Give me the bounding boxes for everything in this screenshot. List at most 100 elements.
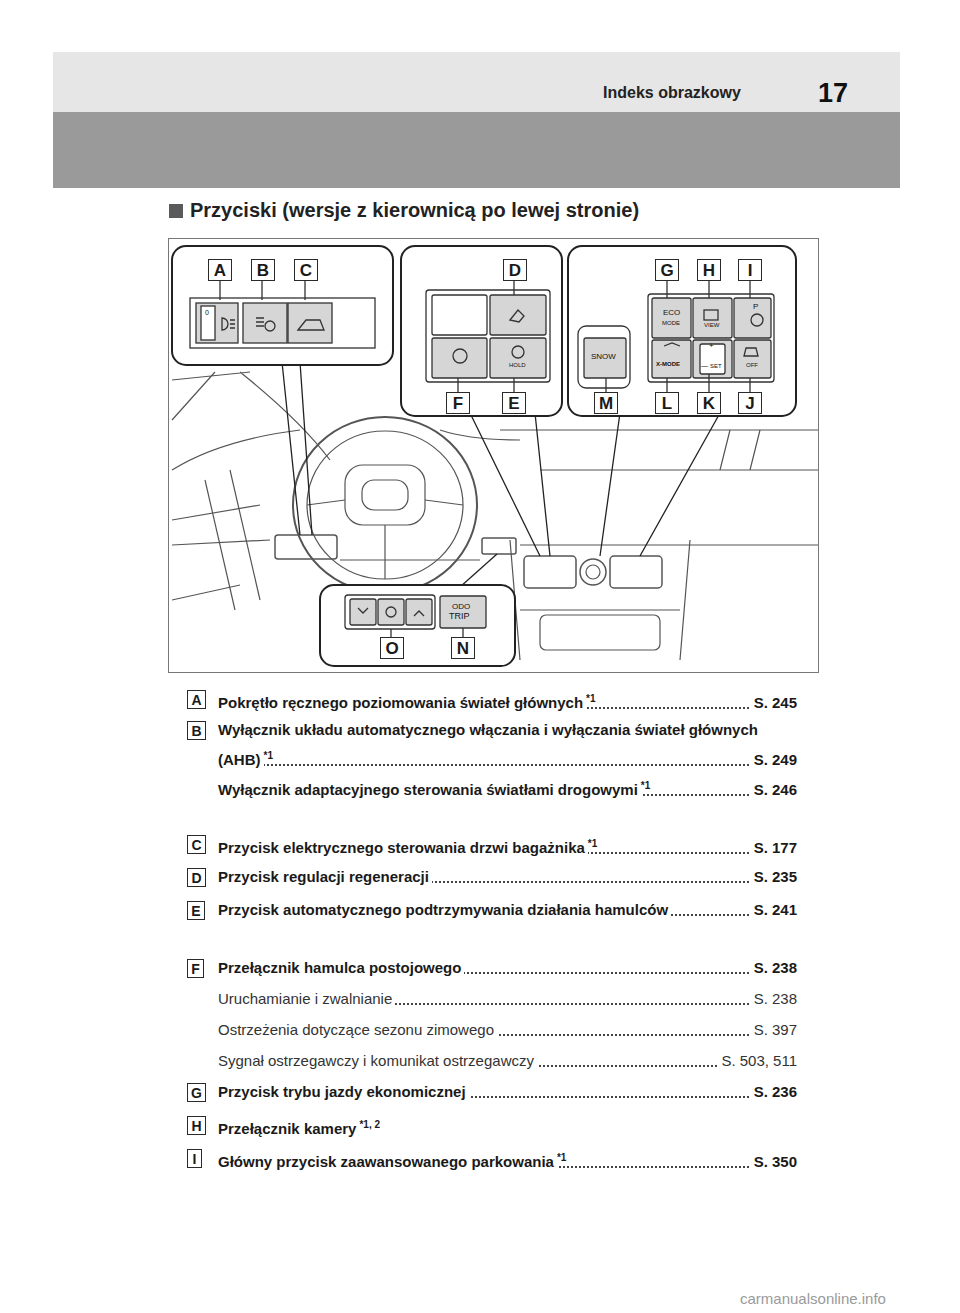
art-rect (320, 585, 515, 666)
entry-text: Pokrętło ręcznego poziomowania świateł g… (218, 694, 586, 711)
callout-letter: D (509, 262, 521, 279)
art-rect (482, 538, 516, 554)
callout-letter-box: J (738, 392, 762, 414)
callout-letter-box: C (294, 259, 318, 281)
entry-text: Wyłącznik układu automatycznego włączani… (218, 721, 758, 768)
callout-letter-box: O (380, 637, 404, 659)
button-text: ODO (452, 603, 470, 612)
art-rect (693, 340, 732, 378)
index-entry: Uruchamianie i zwalnianieS. 238 (218, 986, 797, 1012)
art-rect (190, 298, 375, 348)
callout-letter-box: K (697, 392, 721, 414)
callout-letter: A (191, 693, 201, 707)
callout-letter: C (191, 838, 201, 852)
art-rect (345, 465, 425, 525)
art-path (358, 608, 424, 616)
callout-letter: D (191, 871, 201, 885)
callout-letter: O (385, 640, 398, 657)
list-letter-box: D (187, 868, 206, 887)
page-reference: S. 238 (751, 986, 797, 1012)
callout-letter: K (703, 395, 715, 412)
callout-letter: H (703, 262, 715, 279)
page-reference: S. 503, 511 (718, 1048, 797, 1074)
art-path (510, 540, 690, 660)
list-letter-box: G (187, 1083, 206, 1102)
running-header: Indeks obrazkowy (603, 84, 741, 102)
entry-text: Sygnał ostrzegawczy i komunikat ostrzega… (218, 1052, 537, 1069)
inset-panels (172, 246, 796, 666)
art-path (540, 430, 818, 470)
drive-mode-panel (578, 281, 774, 392)
page-reference: S. 235 (751, 864, 797, 890)
art-ellipse (307, 431, 463, 579)
button-text: SNOW (591, 353, 616, 362)
entry-text: Wyłącznik adaptacyjnego sterowania świat… (218, 781, 641, 798)
art-rect (734, 298, 771, 338)
art-rect (288, 303, 332, 343)
list-letter-box: F (187, 959, 204, 978)
art-rect (172, 246, 393, 365)
art-path (744, 348, 758, 356)
art-circle (453, 349, 467, 363)
art-path (606, 281, 750, 392)
art-rect (350, 599, 376, 625)
header-band (53, 52, 900, 113)
callout-letter: I (193, 1152, 197, 1166)
list-letter-box: I (187, 1149, 202, 1168)
art-circle (512, 346, 524, 358)
page-reference: S. 236 (751, 1079, 797, 1105)
art-ellipse (293, 417, 477, 593)
callout-letter-box: I (738, 259, 762, 281)
callout-letter: E (191, 904, 200, 918)
callout-letter: B (257, 262, 269, 279)
art-path (172, 430, 300, 520)
button-text: HOLD (509, 362, 526, 369)
entry-text: Główny przycisk zaawansowanego parkowani… (218, 1153, 557, 1170)
callout-letter-box: F (446, 392, 470, 414)
callout-letter-box: A (208, 259, 232, 281)
page-number: 17 (818, 79, 848, 109)
art-path (172, 470, 260, 610)
art-rect (693, 298, 732, 338)
art-rect (540, 615, 660, 650)
art-circle (265, 321, 275, 331)
art-rect (440, 596, 486, 628)
art-rect (648, 294, 774, 382)
entry-text: Przełącznik hamulca postojowego (218, 959, 464, 976)
art-path (391, 628, 463, 637)
art-path (510, 310, 524, 322)
button-text: + (709, 342, 714, 351)
art-path (222, 318, 235, 330)
callout-letter: J (745, 395, 754, 412)
callout-letter-box: G (655, 259, 679, 281)
art-rect (362, 480, 408, 510)
button-text: VIEW (704, 322, 719, 329)
page-reference: S. 350 (751, 1149, 797, 1175)
index-entry: Wyłącznik adaptacyjnego sterowania świat… (218, 773, 797, 803)
art-path (600, 413, 720, 556)
callout-letter: M (599, 395, 613, 412)
button-text: — (701, 362, 708, 370)
steering-switch-panel (345, 595, 486, 637)
list-letter-box: B (187, 721, 206, 740)
index-entry: Przycisk elektrycznego sterowania drzwi … (218, 831, 797, 861)
callout-letter: F (453, 395, 463, 412)
art-path (256, 318, 264, 326)
art-circle (751, 314, 763, 326)
button-text: X-MODE (656, 361, 680, 368)
list-letter-box: H (187, 1116, 206, 1135)
footnote-mark: *1, 2 (359, 1119, 383, 1130)
button-text: MODE (662, 320, 680, 327)
art-path (220, 281, 305, 300)
callout-letter: B (191, 724, 201, 738)
callout-letter-box: L (655, 392, 679, 414)
list-letter-box: C (187, 835, 206, 854)
art-rect (275, 535, 337, 559)
entry-text: Przycisk trybu jazdy ekonomicznej (218, 1083, 469, 1100)
callout-letter-box: E (502, 392, 526, 414)
art-rect (584, 338, 626, 378)
section-heading: Przyciski (wersje z kierownicą po lewej … (190, 199, 639, 221)
footnote-mark: *1 (586, 693, 598, 704)
callout-letter: A (214, 262, 226, 279)
